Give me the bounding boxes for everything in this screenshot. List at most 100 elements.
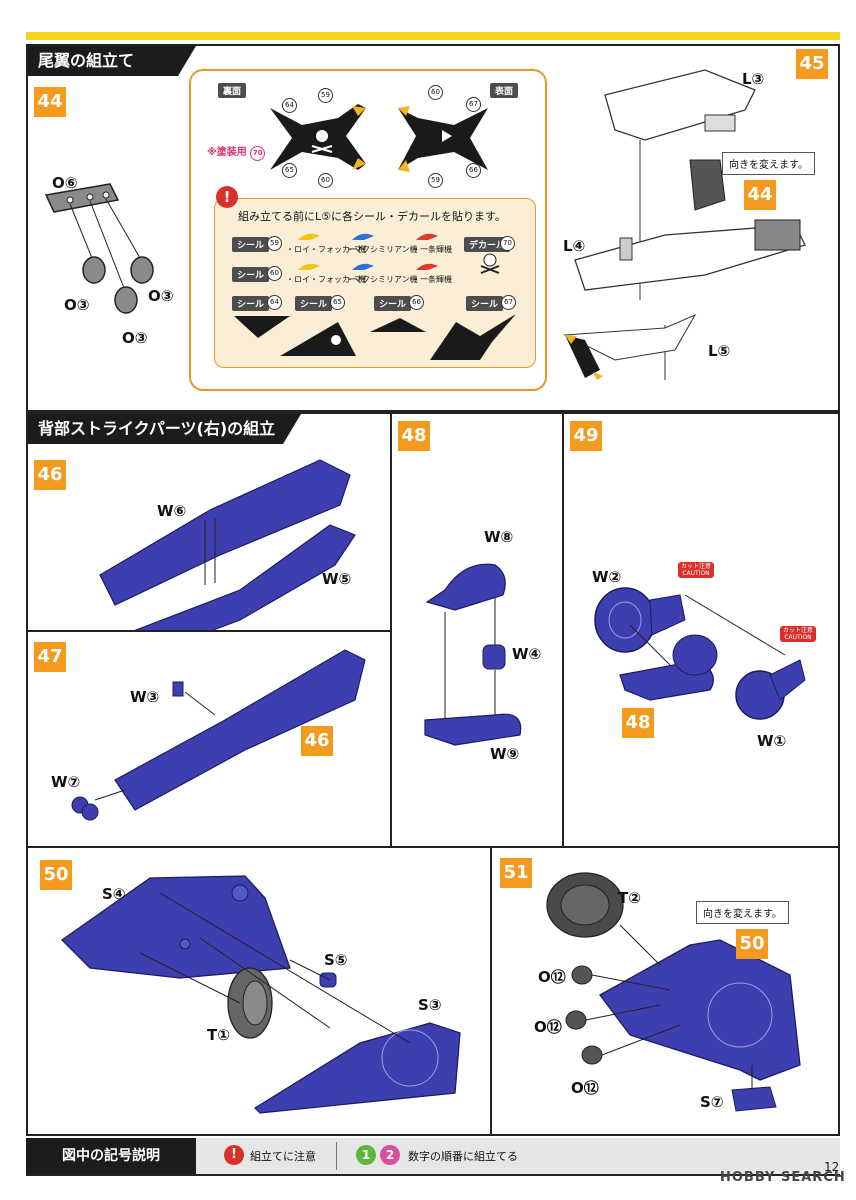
warning-icon: ! [216, 186, 238, 208]
back-num-64: 64 [282, 98, 297, 113]
seal-num-64: 64 [267, 295, 282, 310]
front-num-60: 60 [428, 85, 443, 100]
tail-wing-front-illustration [398, 106, 488, 172]
part-label-W3: W③ [130, 688, 160, 706]
legend-caution-text: 組立てに注意 [250, 1150, 316, 1163]
step-49-ref-48: 48 [622, 708, 654, 738]
part-label-O12-c: O⑫ [571, 1079, 599, 1097]
step-number-47: 47 [34, 642, 66, 672]
part-label-W2: W② [592, 568, 622, 586]
page-number: 12 [824, 1160, 840, 1174]
part-label-O12-b: O⑫ [534, 1018, 562, 1036]
part-label-S7: S⑦ [700, 1093, 724, 1111]
caution-2-jp: カット注意 [783, 627, 814, 634]
part-label-W9: W⑨ [490, 745, 520, 763]
seal-num-60: 60 [267, 266, 282, 281]
seal-num-59: 59 [267, 236, 282, 251]
back-side-label: 裏面 [218, 83, 247, 98]
section-title-strike: 背部ストライクパーツ(右)の組立て [28, 414, 301, 468]
front-num-66: 66 [466, 163, 481, 178]
step-50-diagram [60, 875, 461, 1114]
seal-num-67: 67 [501, 295, 516, 310]
paint-label: ※塗装用 70 [207, 143, 266, 161]
caution-2-en: CAUTION [784, 634, 812, 641]
step-number-45: 45 [796, 49, 828, 79]
part-label-O6: O⑥ [52, 174, 78, 192]
front-num-67: 67 [466, 97, 481, 112]
step-number-44: 44 [34, 87, 66, 117]
seal-row1-item1: ・ロイ・フォッカー機 [286, 245, 366, 254]
decal-tag: デカール [464, 237, 511, 252]
step-number-49: 49 [570, 421, 602, 451]
part-label-S5: S⑤ [324, 951, 348, 969]
part-label-O12-a: O⑫ [538, 968, 566, 986]
seal-tag-64: シール [232, 296, 270, 311]
decal-skull-icon [480, 253, 500, 274]
part-label-W5: W⑤ [322, 570, 352, 588]
seal-row2-item3: ・一条輝機 [412, 275, 452, 284]
watermark-text: HOBBY SEARCH [720, 1170, 846, 1185]
step-44-diagram [44, 183, 154, 314]
warning-text: 組み立てる前にL⑤に各シール・デカールを貼ります。 [238, 210, 506, 223]
seal-row1-item2: ・マクシミリアン機 [346, 245, 418, 254]
part-label-W1: W① [757, 732, 787, 750]
legend-order-2-icon: 2 [380, 1145, 400, 1165]
seal-tag-row1: シール [232, 237, 270, 252]
part-label-O3-a: O③ [64, 296, 90, 314]
part-label-L4: L④ [563, 237, 586, 255]
part-label-O3-b: O③ [148, 287, 174, 305]
seal-tag-65: シール [295, 296, 333, 311]
front-num-59: 59 [428, 173, 443, 188]
part-label-W6: W⑥ [157, 502, 187, 520]
caution-1-jp: カット注意 [681, 563, 712, 570]
step-number-50: 50 [40, 860, 72, 890]
step-51-callout: 向きを変えます。 [696, 901, 789, 924]
step-45-callout: 向きを変えます。 [722, 152, 815, 175]
part-label-T1: T① [207, 1026, 230, 1044]
back-num-59: 59 [318, 88, 333, 103]
seal-tag-67: シール [466, 296, 504, 311]
step-number-46: 46 [34, 460, 66, 490]
top-yellow-bar [26, 32, 840, 40]
part-label-L3: L③ [742, 70, 765, 88]
panel-48 [390, 412, 564, 848]
part-label-T2: T② [618, 889, 641, 907]
caution-1-en: CAUTION [682, 570, 710, 577]
legend-order-1-icon: 1 [356, 1145, 376, 1165]
seal-tag-66: シール [374, 296, 412, 311]
legend-title: 図中の記号説明 [26, 1138, 196, 1174]
seal-row1-pieces [298, 233, 438, 240]
tail-wing-back-illustration [270, 104, 366, 170]
step-47-diagram [71, 649, 366, 821]
part-label-W8: W⑧ [484, 528, 514, 546]
section-title-tail: 尾翼の組立て [28, 46, 196, 76]
paint-label-text: ※塗装用 [207, 147, 247, 158]
back-num-65: 65 [282, 163, 297, 178]
step-51-ref-50: 50 [736, 929, 768, 959]
seal-row2-item1: ・ロイ・フォッカー機 [286, 275, 366, 284]
seal-row1-item3: ・一条輝機 [412, 245, 452, 254]
seal-tag-row2: シール [232, 267, 270, 282]
seal-row3-pieces [234, 314, 516, 360]
seal-num-65: 65 [330, 295, 345, 310]
back-num-60: 60 [318, 173, 333, 188]
step-49-diagram [594, 587, 806, 720]
part-label-O3-c: O③ [122, 329, 148, 347]
part-label-S4: S④ [102, 885, 126, 903]
seal-row2-item2: ・マクシミリアン機 [346, 275, 418, 284]
legend-caution-icon: ! [224, 1145, 244, 1165]
legend-order-text: 数字の順番に組立てる [408, 1150, 518, 1163]
seal-num-66: 66 [409, 295, 424, 310]
part-label-W7: W⑦ [51, 773, 81, 791]
step-48-diagram [424, 563, 522, 746]
step-51-diagram [546, 872, 801, 1112]
step-number-51: 51 [500, 858, 532, 888]
part-label-S3: S③ [418, 996, 442, 1014]
step-47-ref-46: 46 [301, 726, 333, 756]
step-45-diagram [563, 69, 806, 380]
decal-num-70: 70 [500, 236, 515, 251]
step-number-48: 48 [398, 421, 430, 451]
part-label-W4: W④ [512, 645, 542, 663]
legend-divider [336, 1142, 337, 1170]
